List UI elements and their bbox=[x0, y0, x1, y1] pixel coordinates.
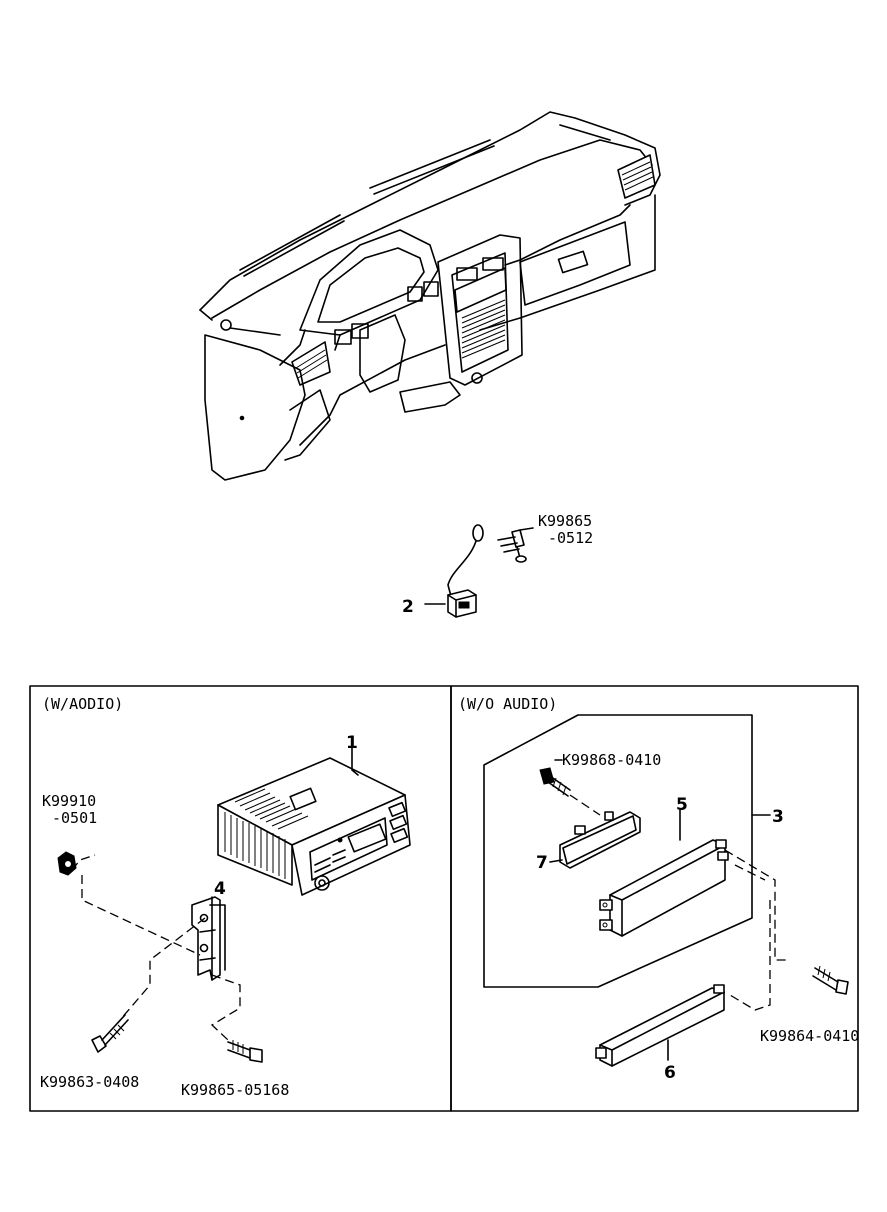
callout-3: 3 bbox=[772, 807, 784, 827]
leader-7 bbox=[549, 859, 563, 863]
dashed-guide-bolt-left bbox=[119, 917, 206, 1021]
radio-unit-part-1 bbox=[217, 757, 411, 896]
callout-4: 4 bbox=[214, 879, 226, 899]
without-audio-box bbox=[450, 685, 859, 1112]
dashboard-illustration bbox=[199, 111, 661, 481]
dashed-guide-wo-top bbox=[569, 794, 601, 816]
bolt-wo-right bbox=[812, 965, 849, 995]
bolt-top-part-number-line1: K99865 bbox=[538, 512, 592, 530]
blank-panel-part-6 bbox=[595, 984, 725, 1067]
bolt-wo-right-part-number: K99864-0410 bbox=[760, 1027, 859, 1045]
bolt-left-part-number: K99863-0408 bbox=[40, 1073, 139, 1091]
clip-part-number-line1: K99910 bbox=[42, 792, 96, 810]
bolt-bottom-part-number: K99865-05168 bbox=[181, 1081, 289, 1099]
clip-fastener bbox=[57, 851, 77, 876]
callout-6: 6 bbox=[664, 1063, 676, 1083]
with-audio-label: (W/AODIO) bbox=[42, 695, 123, 713]
dashed-guide-clip bbox=[71, 854, 201, 956]
bolt-wo-top bbox=[539, 759, 571, 797]
clip-part-number-line2: -0501 bbox=[52, 809, 97, 827]
assembly-outline-part-3 bbox=[483, 714, 753, 988]
dashed-guide-bolt-bottom bbox=[210, 974, 241, 1041]
bolt-wo-top-part-number: K99868-0410 bbox=[562, 751, 661, 769]
callout-2: 2 bbox=[402, 597, 414, 617]
cover-panel-part-7 bbox=[559, 811, 641, 869]
without-audio-label: (W/O AUDIO) bbox=[458, 695, 557, 713]
callout-5: 5 bbox=[676, 795, 688, 815]
callout-7: 7 bbox=[536, 853, 548, 873]
bolt-bottom bbox=[227, 1040, 263, 1063]
dashed-guide-wo-right-upper bbox=[724, 849, 790, 961]
bulb-socket-part-2 bbox=[424, 524, 534, 618]
bolt-left bbox=[91, 1014, 129, 1053]
dashed-guide-wo-right-lower bbox=[729, 864, 771, 1011]
bolt-top-part-number-line2: -0512 bbox=[548, 529, 593, 547]
callout-1: 1 bbox=[346, 733, 358, 753]
bracket-part-4 bbox=[191, 896, 226, 981]
leader-1 bbox=[351, 739, 359, 776]
blank-panel-part-5 bbox=[599, 839, 729, 937]
